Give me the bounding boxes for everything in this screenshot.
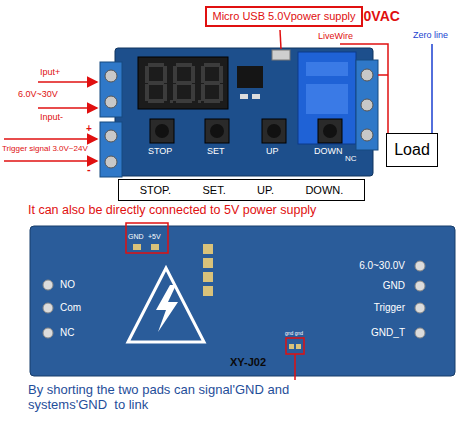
- pcb-back: [30, 226, 455, 376]
- pin-label: NC: [60, 327, 74, 339]
- pin-label: +5V: [148, 233, 161, 241]
- relay-terminal: [356, 60, 378, 150]
- node-text: Load: [394, 141, 430, 159]
- input-arrow: [38, 107, 97, 109]
- pin-label: 6.0~30.0V: [359, 260, 405, 272]
- input-arrow: [38, 81, 97, 83]
- display-segments: [145, 63, 223, 103]
- button-label: SET: [207, 146, 225, 156]
- trigger-terminal: [100, 122, 122, 177]
- push-buttons: [150, 119, 342, 143]
- board-name: XY-J02: [230, 356, 266, 369]
- live-wire: [340, 44, 388, 133]
- pin-label: Trigger: [374, 302, 405, 314]
- note-text: It can also be directly connected to 5V …: [28, 203, 316, 217]
- wire-label: LiveWire: [318, 31, 353, 41]
- pin-label: Iput+: [40, 67, 60, 77]
- pin-label: NC: [345, 154, 357, 163]
- node-text: SET.: [202, 184, 225, 197]
- node-text: UP.: [257, 184, 274, 197]
- chip: [237, 66, 263, 88]
- pad-highlight: [286, 338, 304, 354]
- usb-leader: [280, 30, 281, 49]
- button-label: DOWN: [314, 146, 343, 156]
- button-label: UP: [266, 146, 279, 156]
- pad-label: gnd gnd: [285, 331, 303, 337]
- high-voltage-symbol: [128, 268, 204, 342]
- pin-label: GND_T: [371, 327, 405, 339]
- zero-line-wire: [431, 44, 433, 133]
- polarity-mark: -: [87, 163, 91, 176]
- pin-label: Input-: [40, 112, 63, 122]
- micro-usb-port: [272, 50, 290, 60]
- relay: [298, 52, 356, 144]
- voltage-label: 6.0V~30V: [18, 89, 58, 99]
- pin-label: Com: [60, 302, 81, 314]
- button-label: STOP: [148, 146, 172, 156]
- trigger-arrow: [4, 138, 97, 140]
- node-text: DOWN.: [305, 184, 343, 197]
- node-text: Micro USB 5.0Vpower supply: [212, 10, 355, 23]
- header-pads: [203, 244, 213, 296]
- power-terminal: [100, 62, 122, 117]
- signal-label: Trigger signal 3.0V~24V: [2, 144, 88, 153]
- trigger-arrow: [4, 160, 97, 162]
- led-display: [138, 57, 228, 109]
- pad-highlight: [126, 223, 168, 253]
- pcb-front: [115, 48, 373, 176]
- load-box: Load: [386, 133, 438, 167]
- wire-label: Zero line: [413, 30, 448, 40]
- pad-leader: [294, 354, 296, 380]
- button-legend-bar: STOP. SET. UP. DOWN.: [118, 179, 365, 201]
- node-text: STOP.: [140, 184, 171, 197]
- pin-label: NO: [60, 279, 75, 291]
- pin-label: GND: [383, 280, 405, 292]
- polarity-mark: +: [86, 123, 92, 135]
- pin-label: GND: [128, 233, 144, 241]
- note-text: By shorting the two pads can signal'GND …: [28, 383, 368, 413]
- power-callout-box: Micro USB 5.0Vpower supply: [205, 6, 363, 27]
